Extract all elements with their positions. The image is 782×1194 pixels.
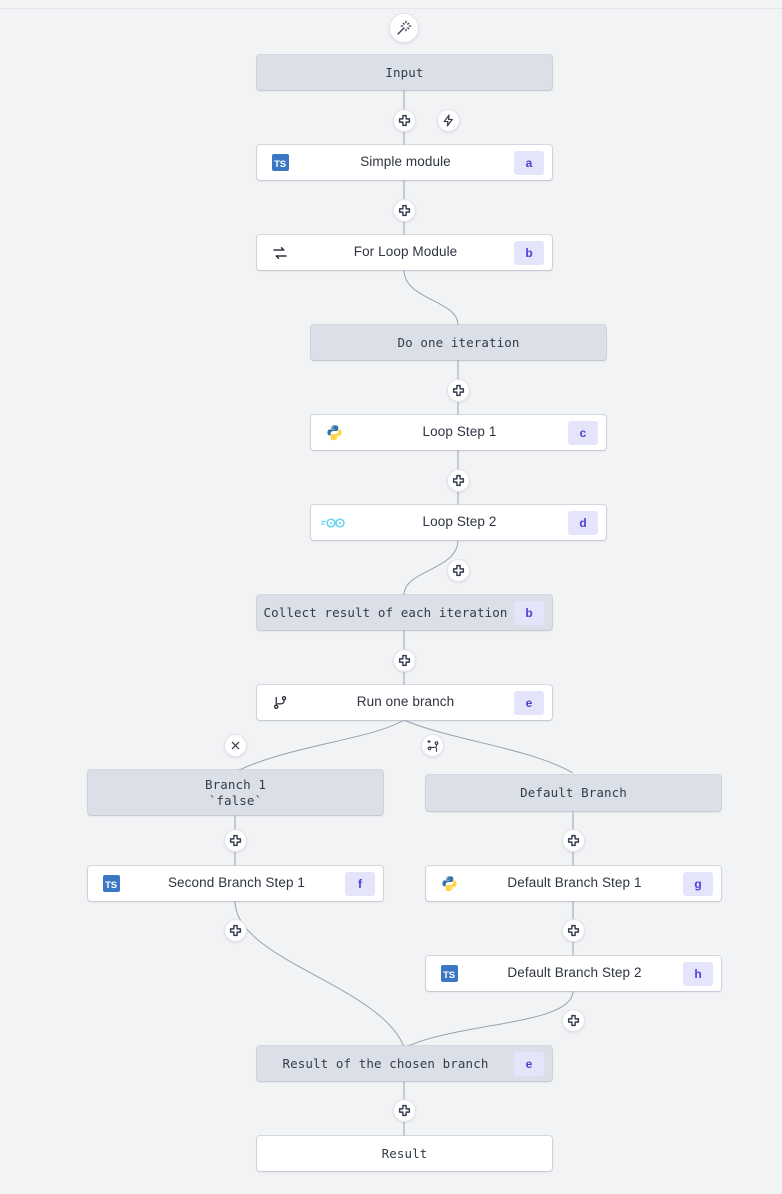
add-step-handle-7[interactable] xyxy=(224,829,247,852)
node-run-one-branch-label: Run one branch xyxy=(356,694,455,710)
plus-icon xyxy=(229,834,242,847)
node-simple-module[interactable]: TS Simple module a xyxy=(257,145,552,180)
node-result-chosen-branch[interactable]: Result of the chosen branch e xyxy=(257,1046,552,1081)
python-icon xyxy=(432,875,466,892)
plus-icon xyxy=(452,474,465,487)
node-result-chosen-branch-badge: e xyxy=(514,1051,544,1076)
add-branch-icon xyxy=(426,739,438,752)
node-result-label: Result xyxy=(381,1145,428,1161)
plus-icon xyxy=(567,924,580,937)
add-step-handle-12[interactable] xyxy=(393,1099,416,1122)
node-loop-step-2[interactable]: Loop Step 2 d xyxy=(311,505,606,540)
node-default-branch-step-1-badge: g xyxy=(683,871,713,896)
node-collect-result-label: Collect result of each iteration xyxy=(263,604,508,620)
node-loop-step-1[interactable]: Loop Step 1 c xyxy=(311,415,606,450)
node-simple-module-badge: a xyxy=(514,150,544,175)
plus-icon xyxy=(567,1014,580,1027)
node-loop-step-1-badge: c xyxy=(568,420,598,445)
edge-runbranch-to-branch1 xyxy=(234,719,405,773)
top-divider xyxy=(0,8,782,9)
node-default-branch-step-2-badge: h xyxy=(683,961,713,986)
node-default-branch-step-2-label: Default Branch Step 2 xyxy=(507,965,642,981)
node-input-label: Input xyxy=(385,64,424,80)
plus-icon xyxy=(398,1104,411,1117)
go-icon xyxy=(317,517,351,529)
add-step-handle-4[interactable] xyxy=(447,469,470,492)
add-step-handle-1[interactable] xyxy=(393,109,416,132)
node-for-loop-module[interactable]: For Loop Module b xyxy=(257,235,552,270)
node-second-branch-step-1-label: Second Branch Step 1 xyxy=(167,875,306,891)
node-branch-1-label: Branch 1 `false` xyxy=(204,776,266,808)
add-step-handle-8[interactable] xyxy=(562,829,585,852)
add-step-handle-10[interactable] xyxy=(562,919,585,942)
node-run-one-branch[interactable]: Run one branch e xyxy=(257,685,552,720)
magic-wand-handle[interactable] xyxy=(389,13,419,43)
edge-second1-to-result xyxy=(234,900,405,1048)
add-step-handle-2[interactable] xyxy=(393,199,416,222)
node-branch-1[interactable]: Branch 1 `false` xyxy=(88,770,383,815)
node-loop-step-1-label: Loop Step 1 xyxy=(422,424,497,440)
magic-wand-icon xyxy=(397,20,412,35)
trigger-handle[interactable] xyxy=(437,109,460,132)
plus-icon xyxy=(398,654,411,667)
node-default-branch-step-1-label: Default Branch Step 1 xyxy=(507,875,642,891)
add-branch-handle[interactable] xyxy=(421,734,444,757)
plus-icon xyxy=(452,384,465,397)
python-icon xyxy=(317,424,351,441)
node-default-branch-label: Default Branch xyxy=(520,785,627,801)
node-for-loop-module-badge: b xyxy=(514,240,544,265)
add-step-handle-9[interactable] xyxy=(224,919,247,942)
add-step-handle-3[interactable] xyxy=(447,379,470,402)
node-do-one-iteration[interactable]: Do one iteration xyxy=(311,325,606,360)
loop-icon xyxy=(263,244,297,262)
add-step-handle-11[interactable] xyxy=(562,1009,585,1032)
node-second-branch-step-1-badge: f xyxy=(345,871,375,896)
typescript-icon: TS xyxy=(432,965,466,982)
node-default-branch-step-2[interactable]: TS Default Branch Step 2 h xyxy=(426,956,721,991)
node-result[interactable]: Result xyxy=(257,1136,552,1171)
node-for-loop-module-label: For Loop Module xyxy=(353,244,458,260)
typescript-icon: TS xyxy=(263,154,297,171)
node-result-chosen-branch-label: Result of the chosen branch xyxy=(282,1055,489,1071)
plus-icon xyxy=(398,204,411,217)
node-do-one-iteration-label: Do one iteration xyxy=(397,334,520,350)
node-second-branch-step-1[interactable]: TS Second Branch Step 1 f xyxy=(88,866,383,901)
branch-icon xyxy=(263,694,297,711)
node-run-one-branch-badge: e xyxy=(514,690,544,715)
add-step-handle-6[interactable] xyxy=(393,649,416,672)
close-icon xyxy=(231,741,240,750)
plus-icon xyxy=(452,564,465,577)
node-loop-step-2-label: Loop Step 2 xyxy=(422,514,497,530)
node-default-branch[interactable]: Default Branch xyxy=(426,775,721,811)
typescript-icon: TS xyxy=(94,875,128,892)
node-input[interactable]: Input xyxy=(257,55,552,90)
lightning-icon xyxy=(443,114,453,127)
plus-icon xyxy=(398,114,411,127)
plus-icon xyxy=(567,834,580,847)
delete-branch-handle[interactable] xyxy=(224,734,247,757)
add-step-handle-5[interactable] xyxy=(447,559,470,582)
edge-forloop-to-iteration xyxy=(403,269,459,326)
node-default-branch-step-1[interactable]: Default Branch Step 1 g xyxy=(426,866,721,901)
node-loop-step-2-badge: d xyxy=(568,510,598,535)
edge-default2-to-result xyxy=(405,990,574,1048)
plus-icon xyxy=(229,924,242,937)
node-collect-result-badge: b xyxy=(514,600,544,625)
node-simple-module-label: Simple module xyxy=(360,154,451,170)
node-collect-result[interactable]: Collect result of each iteration b xyxy=(257,595,552,630)
